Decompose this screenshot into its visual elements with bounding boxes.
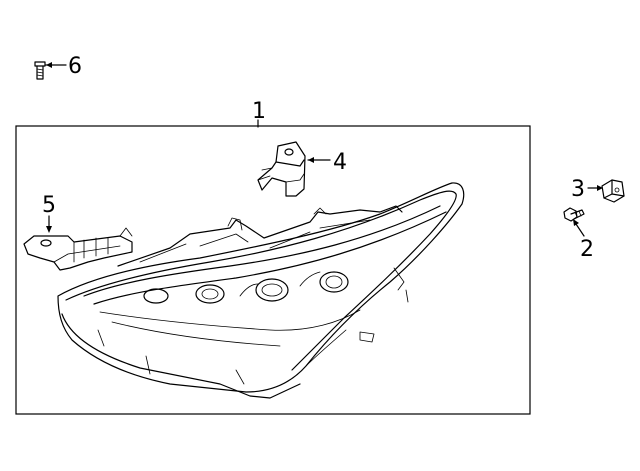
- callout-3: 3: [571, 177, 585, 202]
- callout-2: 2: [580, 237, 594, 262]
- headlamp-assembly-icon: [57, 182, 465, 399]
- leader-5-arrowhead: [46, 226, 52, 233]
- bolt-icon: [34, 61, 46, 80]
- leader-2-arrowhead: [573, 219, 579, 226]
- screw-icon: [563, 207, 585, 222]
- leader-4-arrowhead: [308, 157, 314, 163]
- side-bracket-icon: [23, 227, 133, 271]
- leader-6-arrowhead: [46, 62, 52, 68]
- assembly-frame: [15, 125, 531, 415]
- callout-1: 1: [252, 99, 266, 124]
- leader-3-arrowhead: [597, 185, 603, 191]
- callout-4: 4: [333, 150, 347, 175]
- callout-6: 6: [68, 54, 82, 79]
- callout-5: 5: [42, 193, 56, 218]
- upper-bracket-icon: [257, 141, 306, 197]
- clip-nut-icon: [601, 179, 625, 203]
